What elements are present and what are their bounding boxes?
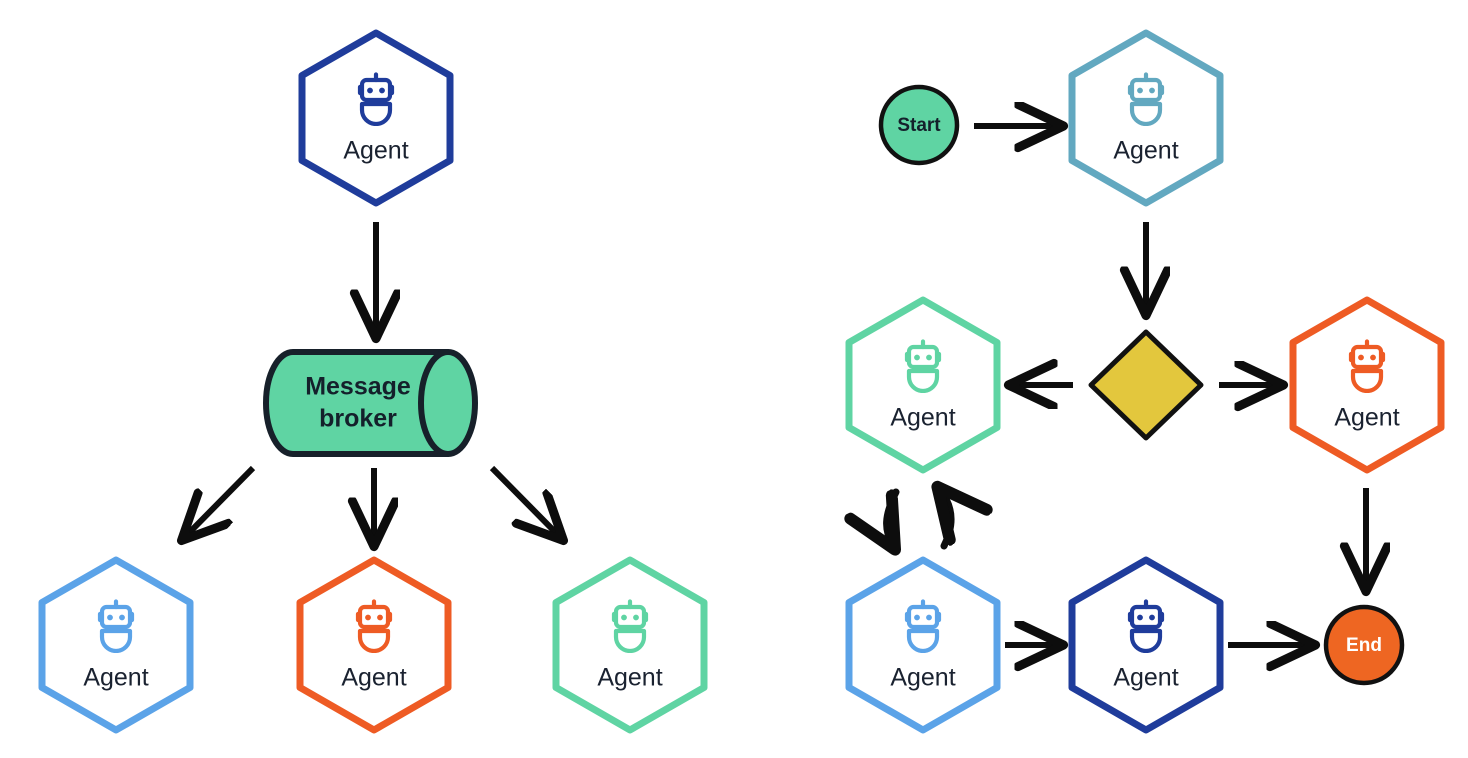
node-publisher-agent[interactable]: Agent <box>298 29 454 207</box>
cylinder-cap <box>418 349 451 457</box>
node-label: Agent <box>83 664 148 692</box>
node-subscriber-agent-2[interactable]: Agent <box>296 556 452 734</box>
edge-left-branch-loop-down <box>887 488 896 546</box>
cylinder-body <box>263 349 478 457</box>
node-loop-agent-left[interactable]: Agent <box>845 556 1001 734</box>
node-decision-diamond[interactable] <box>1088 329 1204 441</box>
hexagon-outline <box>845 556 1001 734</box>
edge-broker-to-subscriber-1 <box>184 465 256 538</box>
node-subscriber-agent-3[interactable]: Agent <box>552 556 708 734</box>
right-diagram-group: Start Agent <box>845 29 1445 734</box>
node-label: Agent <box>343 137 408 165</box>
node-loop-agent-right[interactable]: Agent <box>1068 556 1224 734</box>
node-label: Agent <box>890 404 955 432</box>
node-label: Agent <box>341 664 406 692</box>
node-message-broker[interactable]: Message broker <box>263 349 478 457</box>
node-subscriber-agent-1[interactable]: Agent <box>38 556 194 734</box>
node-branch-agent-left[interactable]: Agent <box>845 296 1001 474</box>
broker-label-line1: Message <box>305 373 411 401</box>
edge-left-branch-loop-up <box>940 490 951 550</box>
hexagon-outline <box>1068 29 1224 207</box>
hexagon-outline <box>1289 296 1445 474</box>
node-start-terminal[interactable]: Start <box>878 84 960 166</box>
start-label: Start <box>897 115 941 136</box>
node-label: Agent <box>1113 137 1178 165</box>
end-label: End <box>1346 635 1382 656</box>
hexagon-outline <box>296 556 452 734</box>
node-branch-agent-right[interactable]: Agent <box>1289 296 1445 474</box>
node-label: Agent <box>1334 404 1399 432</box>
node-label: Agent <box>597 664 662 692</box>
start-circle <box>878 84 960 166</box>
end-circle <box>1323 604 1405 686</box>
hexagon-outline <box>845 296 1001 474</box>
diamond-shape <box>1088 329 1204 441</box>
node-entry-agent[interactable]: Agent <box>1068 29 1224 207</box>
hexagon-outline <box>298 29 454 207</box>
edge-broker-to-subscriber-3 <box>489 465 561 538</box>
left-diagram-group: Agent Message broker <box>38 29 708 734</box>
hexagon-outline <box>1068 556 1224 734</box>
node-label: Agent <box>1113 664 1178 692</box>
hexagon-outline <box>38 556 194 734</box>
node-end-terminal[interactable]: End <box>1323 604 1405 686</box>
node-label: Agent <box>890 664 955 692</box>
broker-label-line2: broker <box>319 405 397 433</box>
hexagon-outline <box>552 556 708 734</box>
